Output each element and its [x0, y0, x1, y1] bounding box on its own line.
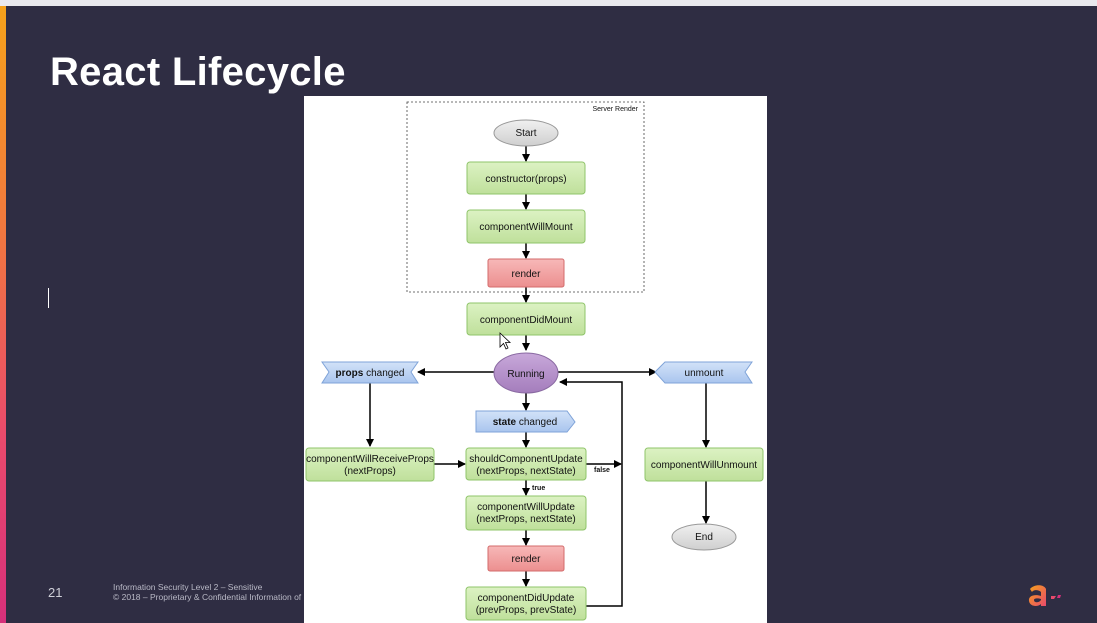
render-label-2: render [512, 554, 542, 565]
start-label: Start [515, 128, 536, 139]
component-did-mount-node[interactable]: componentDidMount [466, 302, 586, 336]
component-will-update-args: (nextProps, nextState) [476, 514, 576, 525]
running-node[interactable]: Running [493, 352, 559, 394]
component-will-unmount-node[interactable]: componentWillUnmount [644, 447, 764, 482]
constructor-label: constructor(props) [485, 174, 566, 185]
component-will-update-node[interactable]: componentWillUpdate (nextProps, nextStat… [465, 495, 587, 531]
component-did-update-label: componentDidUpdate [478, 593, 575, 604]
brand-logo-icon [1024, 580, 1068, 616]
props-changed-bold: props [336, 368, 364, 379]
end-label: End [695, 532, 713, 543]
mouse-pointer-icon [499, 332, 512, 350]
should-component-update-args: (nextProps, nextState) [476, 466, 576, 477]
edge-label-true: true [532, 485, 545, 492]
render-node-1[interactable]: render [487, 258, 565, 288]
component-will-mount-node[interactable]: componentWillMount [466, 209, 586, 244]
footer-copyright: © 2018 – Proprietary & Confidential Info… [113, 592, 302, 602]
component-will-receive-props-node[interactable]: componentWillReceiveProps (nextProps) [305, 447, 435, 482]
props-changed-rest: changed [363, 368, 404, 379]
lifecycle-diagram[interactable]: Server Render [304, 96, 767, 623]
render-label-1: render [512, 269, 542, 280]
props-changed-node[interactable]: props changed [321, 361, 419, 384]
component-did-mount-label: componentDidMount [480, 315, 572, 326]
component-will-mount-label: componentWillMount [479, 222, 573, 233]
state-changed-rest: changed [516, 417, 557, 428]
state-changed-node[interactable]: state changed [475, 410, 576, 433]
component-will-update-label: componentWillUpdate [477, 502, 575, 513]
component-did-update-args: (prevProps, prevState) [476, 605, 577, 616]
component-will-receive-props-args: (nextProps) [344, 466, 396, 477]
component-did-update-node[interactable]: componentDidUpdate (prevProps, prevState… [465, 586, 587, 621]
unmount-label: unmount [685, 368, 724, 379]
footer-classification: Information Security Level 2 – Sensitive [113, 582, 263, 592]
unmount-node[interactable]: unmount [654, 361, 753, 384]
state-changed-label: state changed [493, 417, 558, 428]
running-label: Running [507, 369, 544, 380]
page-number: 21 [48, 585, 63, 600]
render-node-2[interactable]: render [487, 545, 565, 572]
props-changed-label: props changed [336, 368, 405, 379]
should-component-update-node[interactable]: shouldComponentUpdate (nextProps, nextSt… [465, 447, 587, 481]
diagram-edges [366, 145, 710, 607]
component-will-unmount-label: componentWillUnmount [651, 460, 757, 471]
should-component-update-label: shouldComponentUpdate [469, 454, 583, 465]
slide-title[interactable]: React Lifecycle [50, 50, 346, 94]
accent-bar [0, 6, 6, 623]
end-node[interactable]: End [671, 523, 737, 551]
start-node[interactable]: Start [493, 119, 559, 147]
constructor-node[interactable]: constructor(props) [466, 161, 586, 195]
slide: React Lifecycle [0, 6, 1097, 623]
component-will-receive-props-label: componentWillReceiveProps [306, 454, 434, 465]
server-render-label: Server Render [592, 106, 638, 113]
edge-label-false: false [594, 467, 610, 474]
lifecycle-diagram-svg: Server Render [305, 101, 764, 621]
state-changed-bold: state [493, 417, 517, 428]
text-cursor [48, 288, 49, 308]
